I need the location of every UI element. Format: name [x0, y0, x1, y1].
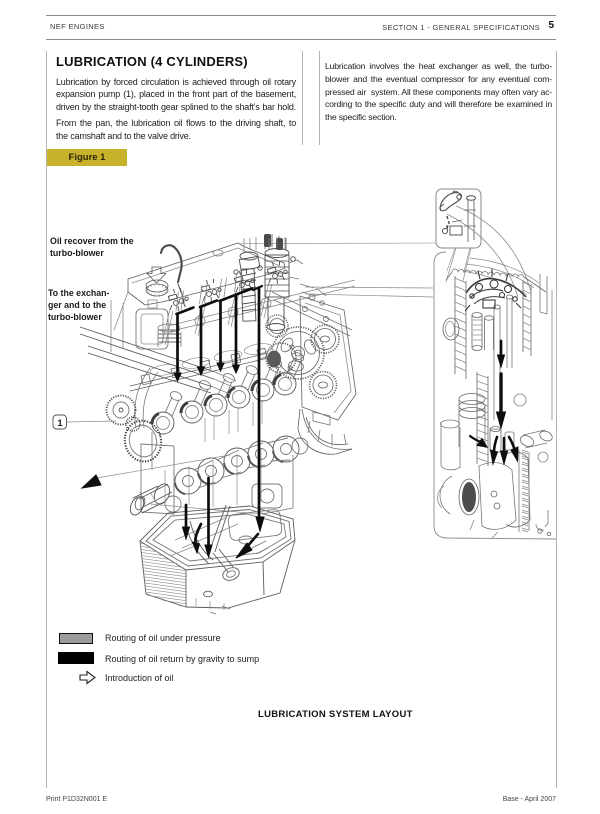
svg-text:1: 1 — [57, 418, 63, 429]
